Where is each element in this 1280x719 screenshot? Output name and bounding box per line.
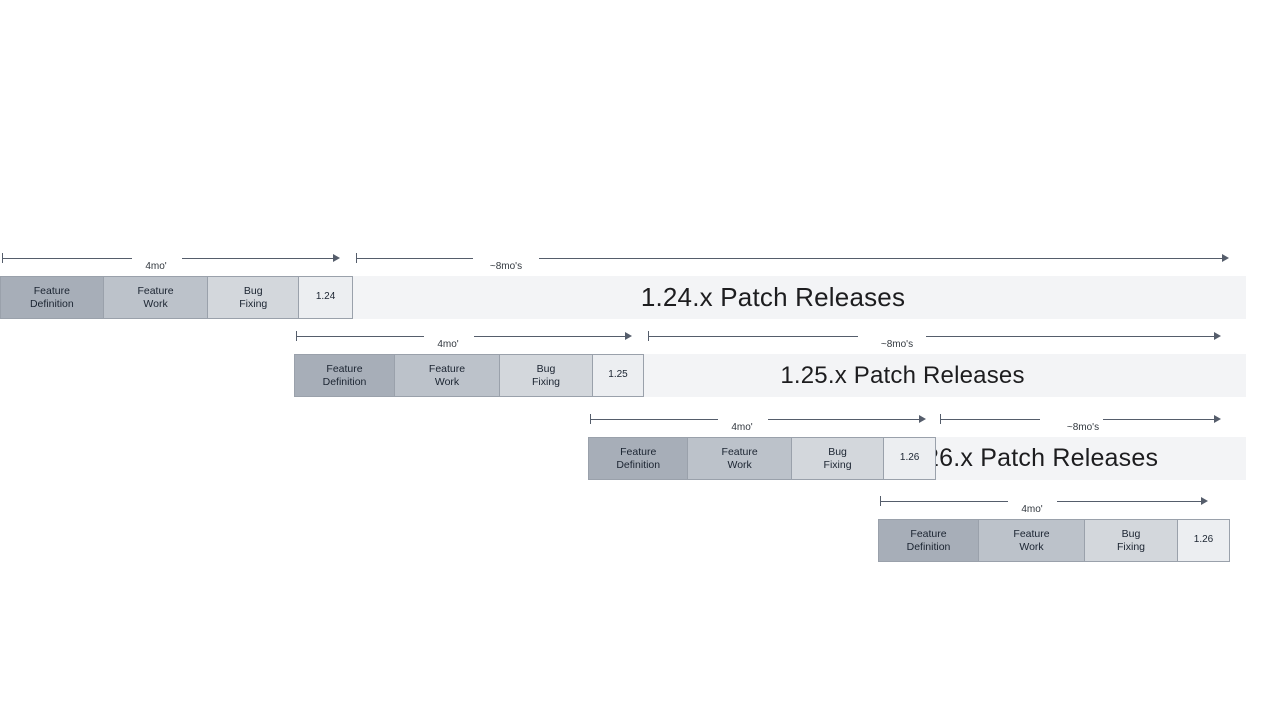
- version-tag-1-26: 1.26: [884, 438, 935, 479]
- patch-duration-label-1-24: ~8mo's: [489, 261, 523, 272]
- arrow-head-right: [1201, 497, 1208, 505]
- phase-feature-definition: Feature Definition: [589, 438, 689, 479]
- patch-duration-arrow-1-26: [940, 412, 1231, 426]
- phase-bug-fixing: Bug Fixing: [1085, 520, 1178, 561]
- phase-label-line2: Fixing: [239, 297, 268, 310]
- arrow-head-right: [919, 415, 926, 423]
- dev-duration-label-1-24: 4mo': [145, 261, 167, 272]
- dev-duration-arrow-1-27: [880, 494, 1210, 508]
- version-tag-1-27: 1.26: [1178, 520, 1229, 561]
- phase-feature-work: Feature Work: [688, 438, 792, 479]
- dev-duration-arrow-1-25: [296, 329, 634, 343]
- phase-label-line2: Work: [1019, 540, 1044, 553]
- arrow-head-right: [333, 254, 340, 262]
- dev-duration-arrow-1-24: [2, 251, 342, 265]
- phase-strip-1-25: Feature Definition Feature Work Bug Fixi…: [294, 354, 644, 397]
- version-tag-label: 1.26: [899, 452, 920, 464]
- arrow-line-right: [474, 336, 627, 337]
- phase-label-line1: Feature: [137, 285, 174, 297]
- phase-label-line1: Feature: [910, 528, 947, 540]
- phase-feature-work: Feature Work: [103, 277, 209, 318]
- phase-label-line1: Bug: [243, 285, 263, 297]
- phase-label-line2: Work: [143, 297, 168, 310]
- version-tag-label: 1.25: [608, 369, 628, 381]
- phase-feature-definition: Feature Definition: [295, 355, 395, 396]
- phase-feature-work: Feature Work: [979, 520, 1085, 561]
- arrow-line-left: [940, 419, 1040, 420]
- arrow-line-right: [1057, 501, 1203, 502]
- dev-duration-label-1-27: 4mo': [1021, 504, 1043, 515]
- phase-label-line1: Feature: [428, 363, 466, 375]
- dev-duration-arrow-1-26: [590, 412, 928, 426]
- arrow-line-left: [296, 336, 424, 337]
- patch-release-label-1-26: 1.26.x Patch Releases: [903, 444, 1159, 472]
- phase-label-line1: Bug: [1121, 528, 1141, 540]
- phase-label-line1: Feature: [33, 285, 70, 297]
- phase-label-line1: Feature: [721, 446, 758, 458]
- phase-feature-definition: Feature Definition: [1, 277, 104, 318]
- arrow-line-left: [880, 501, 1008, 502]
- arrow-line-right: [926, 336, 1216, 337]
- phase-bug-fixing: Bug Fixing: [500, 355, 593, 396]
- phase-label-line2: Work: [727, 458, 752, 471]
- arrow-line-right: [182, 258, 335, 259]
- phase-label-line2: Fixing: [531, 375, 560, 388]
- phase-label-line2: Work: [434, 375, 460, 388]
- phase-label-line2: Fixing: [1116, 540, 1145, 553]
- phase-bug-fixing: Bug Fixing: [208, 277, 300, 318]
- arrow-line-left: [590, 419, 718, 420]
- patch-duration-label-1-25: ~8mo's: [880, 339, 914, 350]
- phase-label-line1: Bug: [828, 446, 847, 458]
- arrow-line-right: [768, 419, 921, 420]
- phase-label-line2: Fixing: [823, 458, 852, 471]
- dev-duration-label-1-25: 4mo': [437, 339, 459, 350]
- patch-release-label-1-25: 1.25.x Patch Releases: [780, 361, 1025, 389]
- arrow-head-right: [1222, 254, 1229, 262]
- version-tag-label: 1.26: [1193, 534, 1214, 546]
- phase-label-line2: Definition: [616, 458, 661, 471]
- phase-label-line1: Feature: [326, 363, 363, 375]
- patch-duration-label-1-26: ~8mo's: [1066, 422, 1100, 433]
- phase-strip-1-24: Feature Definition Feature Work Bug Fixi…: [0, 276, 353, 319]
- arrow-line-right: [539, 258, 1224, 259]
- phase-label-line1: Bug: [536, 363, 556, 375]
- arrow-head-right: [1214, 332, 1221, 340]
- version-tag-1-25: 1.25: [593, 355, 643, 396]
- patch-duration-arrow-1-24: [356, 251, 1231, 265]
- phase-label-line2: Definition: [322, 375, 367, 388]
- phase-bug-fixing: Bug Fixing: [791, 438, 885, 479]
- patch-release-label-1-24: 1.24.x Patch Releases: [640, 282, 906, 312]
- arrow-line-left: [648, 336, 858, 337]
- arrow-head-right: [625, 332, 632, 340]
- version-tag-label: 1.24: [315, 291, 336, 303]
- dev-duration-label-1-26: 4mo': [731, 422, 753, 433]
- arrow-head-right: [1214, 415, 1221, 423]
- version-tag-1-24: 1.24: [299, 277, 352, 318]
- phase-label-line1: Feature: [620, 446, 657, 458]
- phase-label-line2: Definition: [29, 297, 74, 310]
- phase-strip-1-27: Feature Definition Feature Work Bug Fixi…: [878, 519, 1230, 562]
- arrow-line-left: [2, 258, 132, 259]
- arrow-line-right: [1103, 419, 1216, 420]
- phase-label-line1: Feature: [1013, 528, 1050, 540]
- phase-feature-definition: Feature Definition: [879, 520, 979, 561]
- arrow-line-left: [356, 258, 473, 259]
- patch-duration-arrow-1-25: [648, 329, 1231, 343]
- phase-label-line2: Definition: [906, 540, 951, 553]
- phase-feature-work: Feature Work: [395, 355, 500, 396]
- phase-strip-1-26: Feature Definition Feature Work Bug Fixi…: [588, 437, 936, 480]
